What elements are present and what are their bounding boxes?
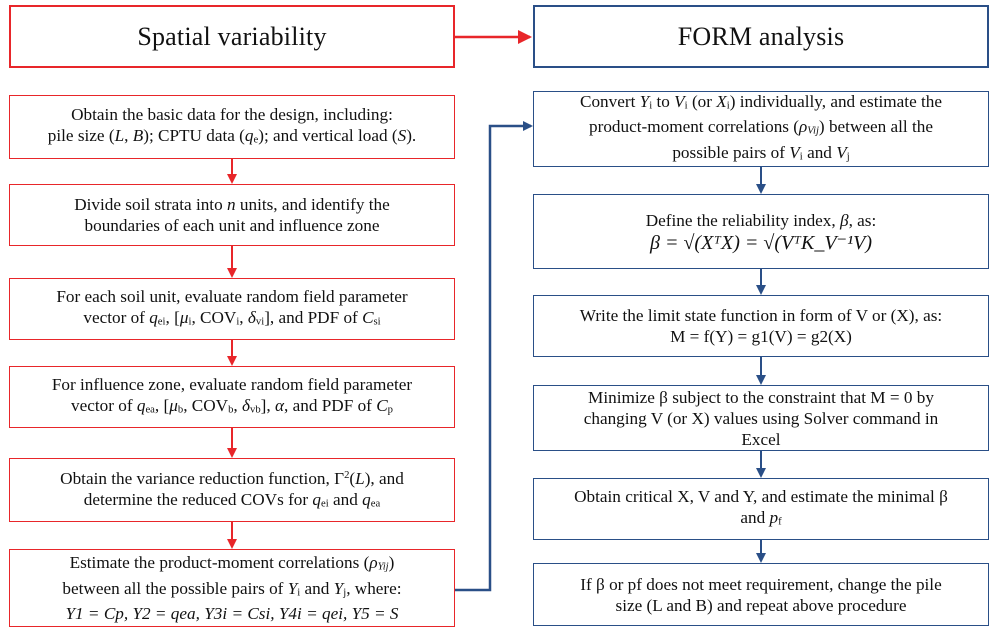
reliability-equation: β = √(XᵀX) = √(VᵀK_V⁻¹V) [650, 231, 872, 254]
text-line: size (L and B) and repeat above procedur… [615, 595, 907, 615]
right-step-1: Convert Yi to Vi (or Xi) individually, a… [533, 91, 989, 167]
text-line: between all the possible pairs of Yi and… [62, 578, 402, 599]
left-step-1: Obtain the basic data for the design, in… [9, 95, 455, 159]
text-line: boundaries of each unit and influence zo… [84, 216, 380, 235]
text-line: possible pairs of Vi and Vj [672, 142, 850, 163]
text-line: Minimize β subject to the constraint tha… [588, 387, 934, 407]
text-line: and pf [740, 507, 782, 528]
left-step-2: Divide soil strata into n units, and ide… [9, 184, 455, 246]
right-step-4: Minimize β subject to the constraint tha… [533, 385, 989, 451]
text-line: Convert Yi to Vi (or Xi) individually, a… [580, 91, 942, 112]
text-line: Obtain the variance reduction function, … [60, 469, 404, 489]
text-line: Excel [741, 429, 781, 449]
text-line: Define the reliability index, β, as: [645, 210, 877, 230]
text-line: determine the reduced COVs for qei and q… [83, 490, 381, 510]
text-line: Obtain critical X, V and Y, and estimate… [574, 486, 948, 506]
left-step-4: For influence zone, evaluate random fiel… [9, 366, 455, 428]
right-step-5: Obtain critical X, V and Y, and estimate… [533, 478, 989, 540]
left-step-3: For each soil unit, evaluate random fiel… [9, 278, 455, 340]
header-form-analysis: FORM analysis [533, 5, 989, 68]
text-line: M = f(Y) = g1(V) = g2(X) [670, 327, 852, 346]
text-line: Y1 = Cp, Y2 = qea, Y3i = Csi, Y4i = qei,… [65, 604, 399, 624]
connector-arrow [455, 121, 533, 592]
right-step-2: Define the reliability index, β, as: β =… [533, 194, 989, 269]
left-step-6: Estimate the product-moment correlations… [9, 549, 455, 627]
left-step-5: Obtain the variance reduction function, … [9, 458, 455, 522]
right-step-3: Write the limit state function in form o… [533, 295, 989, 357]
text-line: Divide soil strata into n units, and ide… [74, 195, 390, 214]
text-line: changing V (or X) values using Solver co… [583, 408, 939, 428]
text-line: Write the limit state function in form o… [579, 306, 943, 325]
text-line: pile size (L, B); CPTU data (qe); and ve… [47, 125, 417, 146]
text-line: If β or pf does not meet requirement, ch… [580, 574, 942, 594]
text-line: For each soil unit, evaluate random fiel… [56, 286, 408, 306]
header-left-label: Spatial variability [137, 21, 327, 51]
text-line: Obtain the basic data for the design, in… [71, 104, 393, 124]
header-right-label: FORM analysis [677, 21, 845, 51]
right-step-6: If β or pf does not meet requirement, ch… [533, 563, 989, 626]
header-spatial-variability: Spatial variability [9, 5, 455, 68]
text-line: vector of qei, [μi, COVi, δvi], and PDF … [83, 307, 381, 328]
text-line: product-moment correlations (ρVij) betwe… [589, 117, 933, 137]
text-line: vector of qea, [μb, COVb, δvb], α, and P… [70, 395, 393, 416]
text-line: For influence zone, evaluate random fiel… [51, 374, 413, 394]
text-line: Estimate the product-moment correlations… [69, 552, 395, 573]
